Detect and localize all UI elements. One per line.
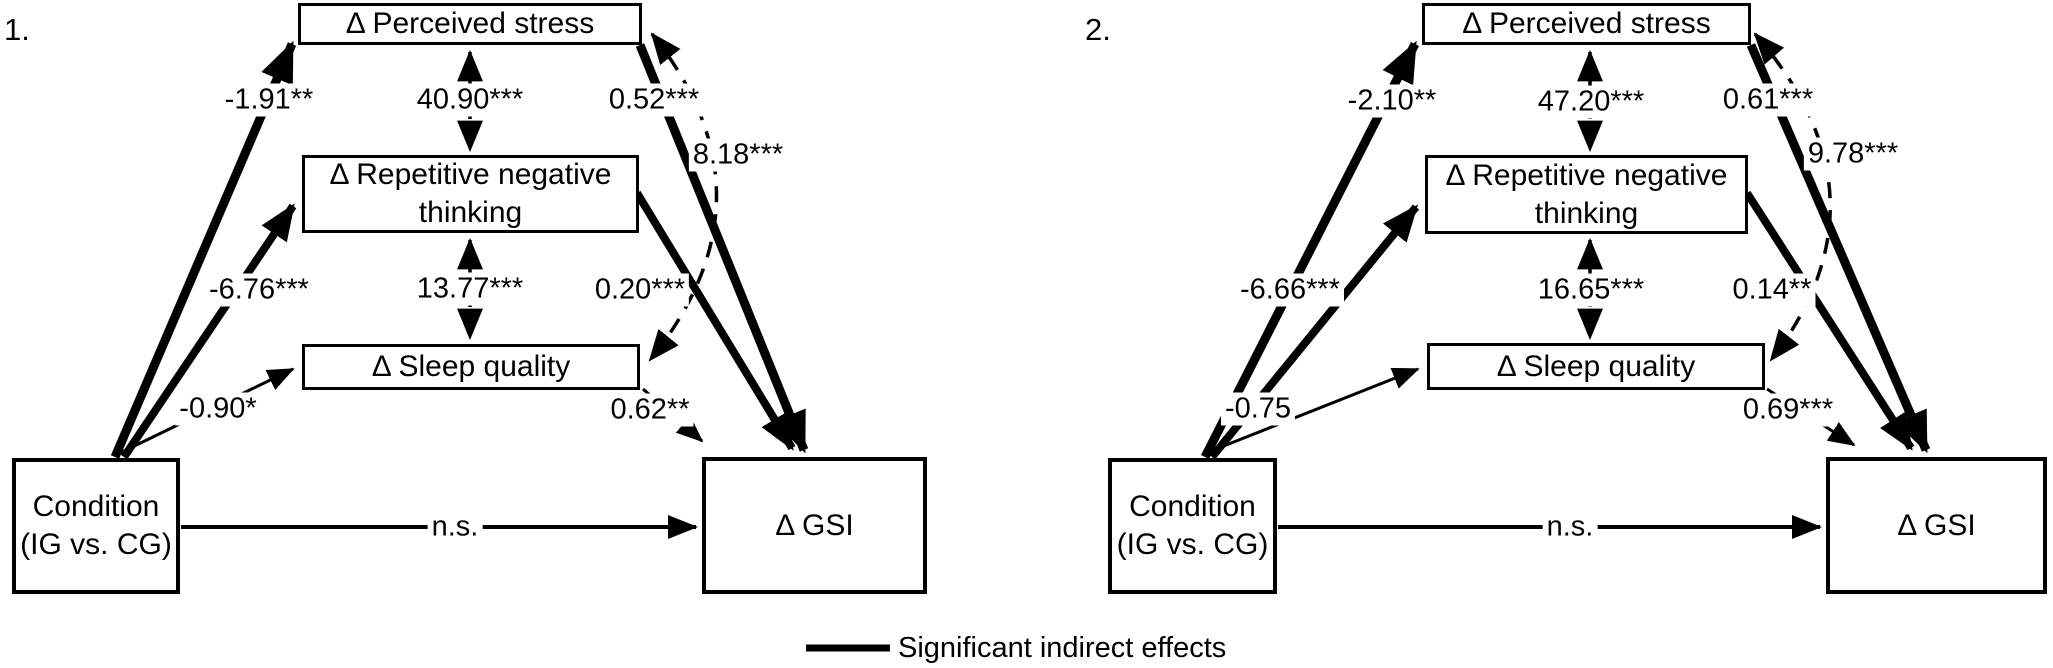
- p2-repetitive-negative-thinking-box: Δ Repetitive negative thinking: [1425, 155, 1748, 234]
- p2-rnt-label-line1: Δ Repetitive negative: [1445, 158, 1728, 192]
- p2-gsi-box: Δ GSI: [1826, 457, 2047, 594]
- p1-perceived-stress-label: Δ Perceived stress: [345, 7, 595, 40]
- p1-coef-stress-to-gsi: 0.52***: [604, 83, 704, 117]
- p1-rnt-label-line1: Δ Repetitive negative: [329, 158, 612, 191]
- p1-coef-rnt-to-gsi: 0.20***: [590, 273, 690, 307]
- p2-coef-condition-to-sleep: -0.75: [1220, 392, 1296, 426]
- p2-coef-sleep-to-gsi: 0.69***: [1738, 393, 1838, 427]
- p1-sleep-quality-box: Δ Sleep quality: [302, 344, 640, 390]
- p2-condition-label-line2: (IG vs. CG): [1116, 528, 1269, 561]
- p1-sleep-quality-label: Δ Sleep quality: [371, 350, 571, 383]
- p1-coef-condition-to-stress: -1.91**: [220, 83, 318, 117]
- p1-coef-condition-to-rnt: -6.76***: [205, 273, 313, 307]
- p1-condition-box: Condition (IG vs. CG): [12, 458, 180, 594]
- p2-coef-stress-to-gsi: 0.61***: [1718, 83, 1818, 117]
- p1-gsi-label: Δ GSI: [775, 508, 854, 542]
- p1-condition-label-line2: (IG vs. CG): [20, 528, 172, 561]
- p2-coef-rnt-to-gsi: 0.14**: [1728, 273, 1816, 307]
- p2-perceived-stress-box: Δ Perceived stress: [1422, 3, 1751, 45]
- p1-perceived-stress-box: Δ Perceived stress: [298, 3, 642, 45]
- p1-gsi-box: Δ GSI: [702, 457, 927, 594]
- p2-coef-rnt-sleep-covariance: 16.65***: [1533, 273, 1649, 307]
- p1-coef-condition-to-sleep: -0.90*: [175, 392, 261, 426]
- panel-1-number: 1.: [4, 12, 30, 47]
- p2-coef-stress-rnt-covariance: 47.20***: [1533, 85, 1649, 119]
- p2-coef-condition-to-gsi: n.s.: [1542, 510, 1598, 544]
- p2-stress-sleep-covariance-arrow: [1753, 32, 1832, 362]
- p1-coef-stress-rnt-covariance: 40.90***: [412, 83, 528, 117]
- legend-label: Significant indirect effects: [898, 632, 1227, 664]
- p2-sleep-quality-box: Δ Sleep quality: [1427, 343, 1765, 390]
- p2-condition-box: Condition (IG vs. CG): [1108, 458, 1277, 594]
- p2-condition-to-sleep-arrow: [1205, 367, 1420, 455]
- p2-coef-condition-to-stress: -2.10**: [1343, 84, 1441, 118]
- p2-coef-condition-to-rnt: -6.66***: [1236, 273, 1344, 307]
- p1-rnt-label-line2: thinking: [418, 196, 523, 229]
- p2-condition-label-line1: Condition: [1129, 490, 1256, 523]
- p1-coef-condition-to-gsi: n.s.: [427, 510, 483, 544]
- p1-stress-sleep-covariance-arrow: [648, 32, 719, 362]
- panel-2-number: 2.: [1085, 12, 1111, 47]
- p2-perceived-stress-label: Δ Perceived stress: [1462, 7, 1711, 40]
- p2-sleep-quality-label: Δ Sleep quality: [1496, 349, 1696, 383]
- p1-coef-rnt-sleep-covariance: 13.77***: [412, 272, 528, 306]
- p1-condition-to-rnt-arrow: [120, 203, 297, 460]
- p2-coef-stress-sleep-covariance: 9.78***: [1803, 137, 1903, 171]
- p1-coef-sleep-to-gsi: 0.62**: [606, 393, 694, 427]
- p2-gsi-label: Δ GSI: [1897, 508, 1976, 542]
- p1-coef-stress-sleep-covariance: 8.18***: [688, 138, 788, 172]
- p2-rnt-label-line2: thinking: [1534, 196, 1639, 230]
- p1-repetitive-negative-thinking-box: Δ Repetitive negative thinking: [302, 155, 639, 233]
- p1-condition-label-line1: Condition: [32, 490, 160, 523]
